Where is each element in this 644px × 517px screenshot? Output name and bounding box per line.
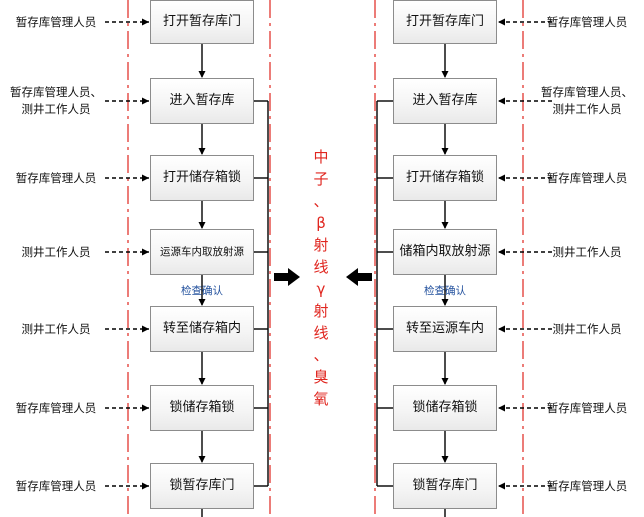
left-actor-6: 暂存库管理人员 xyxy=(15,400,97,415)
left-actor-arrowhead-7 xyxy=(142,482,149,490)
left-step-4: 运源车内取放射源 xyxy=(150,229,254,275)
right-actor-6: 暂存库管理人员 xyxy=(546,400,628,415)
left-step-6: 锁储存箱锁 xyxy=(150,385,254,431)
left-actor-3: 暂存库管理人员 xyxy=(15,170,97,185)
right-actor-arrowhead-3 xyxy=(498,174,505,182)
right-step-arrowhead-3 xyxy=(441,222,449,229)
left-actor-arrowhead-2 xyxy=(142,97,149,105)
left-actor-7: 暂存库管理人员 xyxy=(15,478,97,493)
right-actor-1: 暂存库管理人员 xyxy=(546,14,628,29)
left-step-7: 锁暂存库门 xyxy=(150,463,254,509)
left-step-arrowhead-6 xyxy=(198,456,206,463)
right-step-arrowhead-1 xyxy=(441,71,449,78)
left-check-label: 检查确认 xyxy=(181,285,223,297)
left-actor-arrowhead-5 xyxy=(142,325,149,333)
left-step-3: 打开储存箱锁 xyxy=(150,155,254,201)
right-step-arrowhead-6 xyxy=(441,456,449,463)
right-actor-7: 暂存库管理人员 xyxy=(546,478,628,493)
right-actor-arrowhead-6 xyxy=(498,404,505,412)
hazard-char: 、 xyxy=(313,192,329,210)
hazard-char: 氧 xyxy=(313,390,329,408)
right-actor-arrowhead-7 xyxy=(498,482,505,490)
left-step-arrowhead-1 xyxy=(198,71,206,78)
hazard-char: 线 xyxy=(313,258,329,276)
left-step-arrowhead-3 xyxy=(198,222,206,229)
left-actor-arrowhead-6 xyxy=(142,404,149,412)
left-step-arrowhead-2 xyxy=(198,148,206,155)
right-step-5: 转至运源车内 xyxy=(393,306,497,352)
left-actor-5: 测井工作人员 xyxy=(21,321,91,336)
left-actor-1: 暂存库管理人员 xyxy=(15,14,97,29)
hazard-char: 子 xyxy=(313,170,329,188)
right-step-2: 进入暂存库 xyxy=(393,78,497,124)
hazard-char: 臭 xyxy=(313,368,329,386)
left-hazard-arrow xyxy=(274,268,300,286)
right-hazard-arrow xyxy=(346,268,372,286)
right-actor-arrowhead-4 xyxy=(498,248,505,256)
left-actor-2: 暂存库管理人员、 测井工作人员 xyxy=(10,85,102,116)
right-step-1: 打开暂存库门 xyxy=(393,0,497,44)
right-check-label: 检查确认 xyxy=(424,285,466,297)
hazard-char: 射 xyxy=(313,236,329,254)
hazard-char: β xyxy=(316,214,326,232)
right-actor-arrowhead-2 xyxy=(498,97,505,105)
right-step-7: 锁暂存库门 xyxy=(393,463,497,509)
hazard-char: 、 xyxy=(313,346,329,364)
right-step-4: 储箱内取放射源 xyxy=(393,229,497,275)
right-actor-5: 测井工作人员 xyxy=(552,321,622,336)
left-step-5: 转至储存箱内 xyxy=(150,306,254,352)
hazard-char: 中 xyxy=(313,148,329,166)
left-step-arrowhead-5 xyxy=(198,378,206,385)
left-actor-arrowhead-3 xyxy=(142,174,149,182)
right-actor-4: 测井工作人员 xyxy=(552,244,622,259)
left-step-arrowhead-4 xyxy=(198,299,206,306)
right-actor-3: 暂存库管理人员 xyxy=(546,170,628,185)
left-step-1: 打开暂存库门 xyxy=(150,0,254,44)
hazard-char: 线 xyxy=(313,324,329,342)
right-step-arrowhead-2 xyxy=(441,148,449,155)
left-step-2: 进入暂存库 xyxy=(150,78,254,124)
right-step-arrowhead-4 xyxy=(441,299,449,306)
right-actor-arrowhead-1 xyxy=(498,18,505,26)
right-step-6: 锁储存箱锁 xyxy=(393,385,497,431)
left-actor-arrowhead-1 xyxy=(142,18,149,26)
right-step-arrowhead-5 xyxy=(441,378,449,385)
left-actor-4: 测井工作人员 xyxy=(21,244,91,259)
right-step-3: 打开储存箱锁 xyxy=(393,155,497,201)
right-actor-2: 暂存库管理人员、 测井工作人员 xyxy=(541,85,633,116)
hazard-char: γ xyxy=(316,280,326,298)
left-actor-arrowhead-4 xyxy=(142,248,149,256)
right-actor-arrowhead-5 xyxy=(498,325,505,333)
hazard-char: 射 xyxy=(313,302,329,320)
